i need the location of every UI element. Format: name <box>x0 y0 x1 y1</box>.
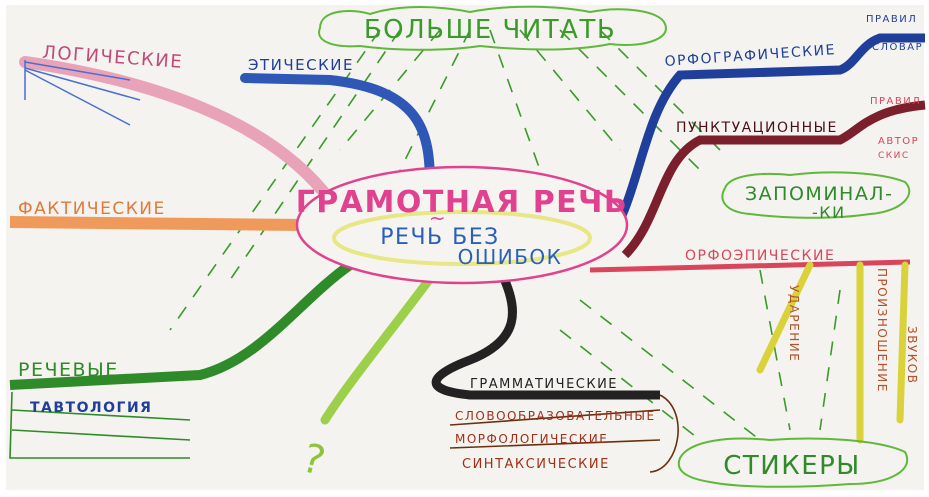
label-punct-sub1: ПРАВИЛ <box>870 96 921 107</box>
label-ethical: ЭТИЧЕСКИЕ <box>248 56 354 74</box>
label-spelling-sub1: ПРАВИЛ <box>866 14 917 25</box>
grammatical-sublines <box>449 394 679 473</box>
branch-orthoepic <box>589 259 911 273</box>
center-highlight <box>332 210 592 266</box>
cloud-right <box>721 171 911 219</box>
branch-light-green <box>320 260 445 425</box>
label-orth-sub1: УДАРЕНИЕ <box>787 285 801 362</box>
label-orth-sub3: ЗВУКОВ <box>905 326 919 384</box>
label-spelling-sub2: СЛОВАР <box>872 42 923 53</box>
cloud-bottom-label: СТИКЕРЫ <box>723 451 861 481</box>
cloud-right-line2: -КИ <box>812 203 846 222</box>
label-punctuation: ПУНКТУАЦИОННЫЕ <box>676 120 838 136</box>
label-grammatical: ГРАММАТИЧЕСКИЕ <box>470 377 618 392</box>
label-punct-sub3: СКИС <box>878 151 910 161</box>
label-gram-sub2: МОРФОЛОГИЧЕСКИЕ <box>455 432 608 446</box>
branch-ethical <box>240 73 435 190</box>
branch-punctuation <box>621 100 926 259</box>
label-tautology: ТАВТОЛОГИЯ <box>30 400 152 416</box>
center-subtitle-line2: ОШИБОК <box>458 245 563 269</box>
label-punct-sub2: АВТОР <box>878 136 919 147</box>
cloud-top <box>318 5 667 51</box>
cloud-bottom <box>677 437 908 488</box>
branch-spelling <box>601 33 925 248</box>
branch-grammatical <box>431 267 660 400</box>
cloud-top-label: БОЛЬШЕ ЧИТАТЬ <box>364 15 616 45</box>
orthoepic-yellow-sublines <box>756 261 909 444</box>
branch-speech <box>9 260 353 390</box>
logical-sublines <box>24 60 141 126</box>
label-gram-sub3: СИНТАКСИЧЕСКИЕ <box>462 457 610 472</box>
branch-factual <box>9 216 306 231</box>
cloud-right-line1: ЗАПОМИНАЛ- <box>745 183 893 205</box>
label-orthoepic: ОРФОЭПИЧЕСКИЕ <box>685 248 835 264</box>
speech-sublines <box>9 391 191 459</box>
label-speech: РЕЧЕВЫЕ <box>18 359 119 381</box>
center-subtitle-line1: РЕЧЬ БЕЗ <box>380 225 499 250</box>
label-factual: ФАКТИЧЕСКИЕ <box>18 199 166 219</box>
center-ellipse <box>295 165 629 285</box>
label-gram-sub1: СЛОВООБРАЗОВАТЕЛЬНЫЕ <box>455 409 656 423</box>
label-orth-sub2: ПРОИЗНОШЕНИЕ <box>875 268 889 393</box>
center-tilde: ~ <box>429 206 447 230</box>
center-title: ГРАМОТНАЯ РЕЧЬ <box>296 185 629 220</box>
